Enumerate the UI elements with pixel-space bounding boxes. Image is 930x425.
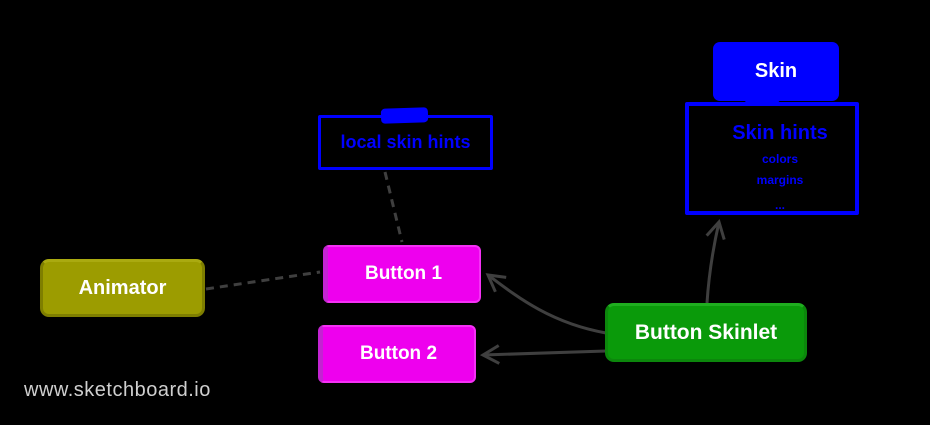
edge-skinlet-to-button2	[483, 351, 607, 355]
skin-hints-item: margins	[756, 173, 804, 187]
node-skin-label: Skin	[754, 60, 798, 82]
node-animator[interactable]: Animator	[40, 259, 205, 317]
skin-hints-item: ...	[774, 198, 785, 212]
node-skin-hints[interactable]: Skin hints colors margins ...	[685, 102, 859, 215]
node-button-2-label: Button 2	[359, 343, 438, 364]
node-local-skin-hints[interactable]: local skin hints	[318, 107, 493, 170]
edge-skinlet-to-button1	[488, 275, 607, 335]
scribble-marker	[380, 107, 429, 124]
edge-animator-to-button1	[205, 270, 321, 291]
node-button-1-label: Button 1	[364, 263, 443, 284]
node-local-skin-hints-label: local skin hints	[340, 132, 471, 152]
node-button-2[interactable]: Button 2	[318, 325, 476, 383]
edge-skinlet-to-skinhints	[705, 222, 719, 304]
node-animator-label: Animator	[78, 276, 167, 299]
node-button-skinlet-label: Button Skinlet	[634, 320, 778, 344]
watermark: www.sketchboard.io	[24, 379, 211, 401]
skin-hints-title: Skin hints	[732, 122, 828, 144]
edge-local-skin-hints-to-button1	[383, 171, 404, 243]
node-skin[interactable]: Skin	[713, 42, 839, 101]
skin-hints-item: colors	[761, 152, 798, 166]
node-button-1[interactable]: Button 1	[323, 245, 481, 303]
node-button-skinlet[interactable]: Button Skinlet	[605, 303, 807, 362]
